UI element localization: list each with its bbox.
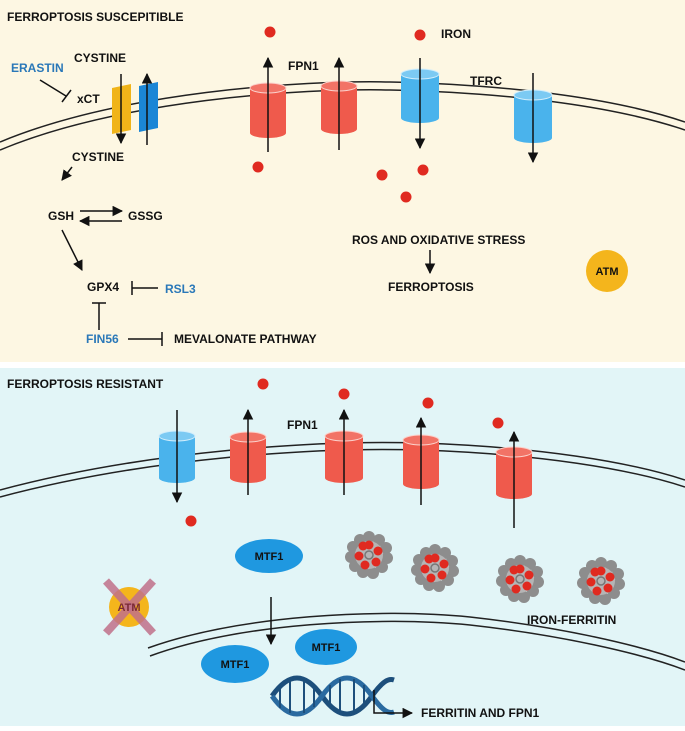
iron-dot <box>264 26 276 38</box>
top-panel: FERROPTOSIS SUSCEPITIBLE ERASTIN xCT CYS… <box>0 0 685 362</box>
tfrc-label: TFRC <box>470 74 502 88</box>
mevalonate-label: MEVALONATE PATHWAY <box>174 332 317 346</box>
gsh-label: GSH <box>48 209 74 223</box>
iron-dot <box>400 191 412 203</box>
iron-dot <box>252 161 264 173</box>
bottom-panel-background <box>0 368 685 726</box>
bottom-panel-title: FERROPTOSIS RESISTANT <box>7 377 164 391</box>
mtf1-label: MTF1 <box>312 642 341 654</box>
fpn1-label: FPN1 <box>287 418 318 432</box>
iron-ferritin-label: IRON-FERRITIN <box>527 613 616 627</box>
fpn1-label: FPN1 <box>288 59 319 73</box>
iron-dot <box>492 417 504 429</box>
ferritin-fpn1-label: FERRITIN AND FPN1 <box>421 706 540 720</box>
iron-dot <box>376 169 388 181</box>
top-panel-title: FERROPTOSIS SUSCEPITIBLE <box>7 10 183 24</box>
iron-dot <box>338 388 350 400</box>
cystine-bottom-label: CYSTINE <box>72 150 124 164</box>
atm-inactivated <box>103 578 156 636</box>
mtf1-label: MTF1 <box>221 659 250 671</box>
atm-label: ATM <box>117 602 140 614</box>
iron-dot <box>185 515 197 527</box>
ros-label: ROS AND OXIDATIVE STRESS <box>352 233 525 247</box>
gpx4-label: GPX4 <box>87 280 119 294</box>
xct-label: xCT <box>77 92 100 106</box>
erastin-inhibition-bar <box>61 89 72 103</box>
gssg-label: GSSG <box>128 209 163 223</box>
iron-label: IRON <box>441 27 471 41</box>
erastin-label: ERASTIN <box>11 61 64 75</box>
iron-dot <box>417 164 429 176</box>
iron-dot <box>257 378 269 390</box>
iron-dot <box>414 29 426 41</box>
mtf1-nuclear <box>201 645 269 683</box>
atm-circle <box>586 250 628 292</box>
cystine-top-label: CYSTINE <box>74 51 126 65</box>
dna-helix <box>269 675 395 717</box>
transcription-arrow <box>373 690 414 719</box>
atm-cross-line <box>103 578 156 636</box>
mtf1-cytoplasmic <box>235 539 303 573</box>
cystine-to-gsh-arrow <box>61 166 73 181</box>
ferroptosis-label: FERROPTOSIS <box>388 280 474 294</box>
fin56-label: FIN56 <box>86 332 119 346</box>
rsl3-label: RSL3 <box>165 282 196 296</box>
nuclear-outer-membrane <box>147 612 685 663</box>
atm-label: ATM <box>595 266 618 278</box>
bottom-panel: FERROPTOSIS RESISTANT <box>0 368 685 726</box>
nuclear-inner-membrane <box>149 620 685 671</box>
mtf1-label: MTF1 <box>255 551 284 563</box>
iron-dot <box>422 397 434 409</box>
mtf1-nuclear <box>295 629 357 665</box>
gsh-to-gpx4-arrow <box>61 229 83 271</box>
erastin-inhibition-line <box>39 79 67 97</box>
